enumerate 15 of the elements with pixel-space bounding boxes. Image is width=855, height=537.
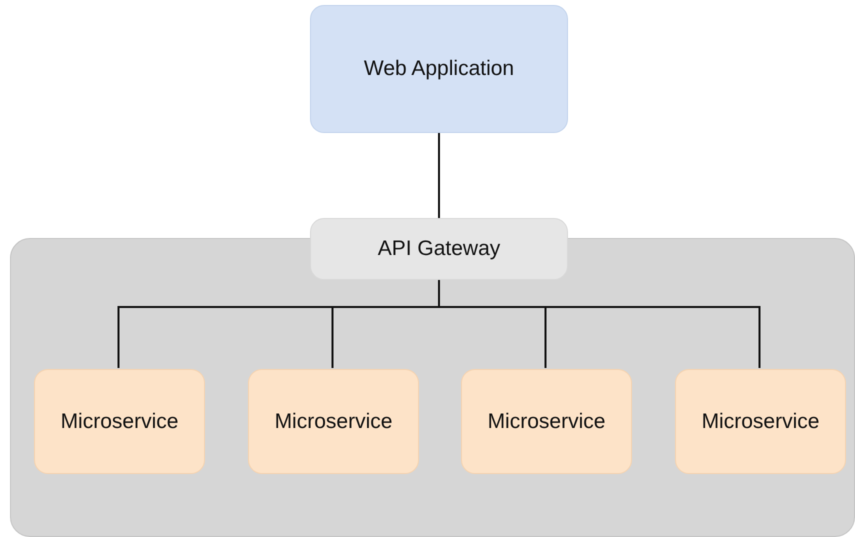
- gateway-box: [310, 218, 568, 280]
- node-label: Microservice: [702, 410, 820, 434]
- connector-line: [438, 280, 760, 368]
- service-box: [675, 369, 846, 474]
- service-box: [461, 369, 632, 474]
- node-label: Microservice: [60, 410, 178, 434]
- connector-line: [438, 133, 440, 218]
- node-label: API Gateway: [378, 237, 500, 261]
- application-box: [310, 5, 568, 133]
- node-label: Microservice: [488, 410, 606, 434]
- node-label: Microservice: [274, 410, 392, 434]
- node-label: Web Application: [364, 57, 514, 81]
- service-box: [248, 369, 419, 474]
- group-panel: [10, 238, 855, 537]
- service-box: [34, 369, 205, 474]
